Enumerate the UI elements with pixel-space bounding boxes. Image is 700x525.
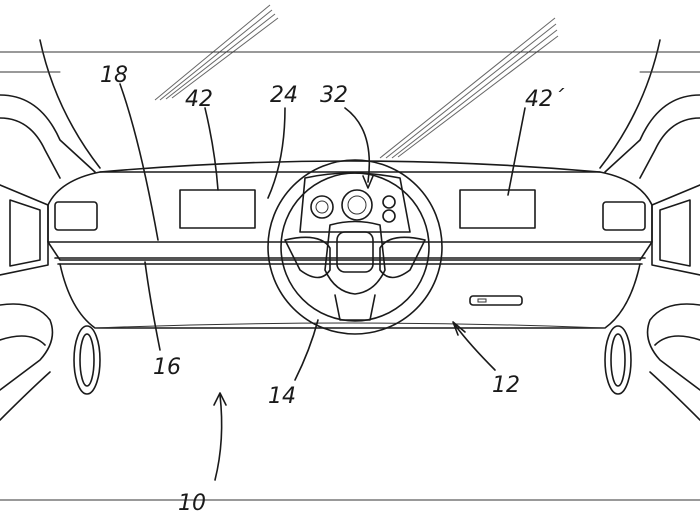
display-right: [459, 189, 536, 229]
right-footwell-vent: [604, 325, 632, 395]
label-18: 18: [100, 63, 128, 88]
windshield-reflection-right: [379, 17, 559, 159]
label-24: 24: [270, 83, 298, 108]
dashboard-body: [0, 160, 700, 501]
glovebox-handle: [469, 295, 523, 306]
left-footwell-vent: [73, 325, 101, 395]
right-footwell-vent-inner: [610, 333, 626, 387]
left-door-panel: [0, 184, 54, 421]
left-dash-vent: [54, 201, 98, 231]
steering-wheel: [267, 159, 443, 335]
left-footwell-vent-inner: [79, 333, 95, 387]
label-32: 32: [320, 83, 348, 108]
label-16: 16: [153, 355, 181, 380]
label-12: 12: [492, 373, 520, 398]
label-14: 14: [268, 384, 296, 409]
right-door-panel: [646, 184, 700, 421]
instrument-cluster: [299, 172, 411, 233]
label-42: 42: [185, 87, 213, 112]
reference-labels: 18 42 24 32 42´ 16 14 12 10: [100, 63, 565, 516]
label-10: 10: [178, 491, 206, 516]
right-dash-vent: [602, 201, 646, 231]
glovebox-latch: [477, 298, 487, 303]
display-left: [179, 189, 256, 229]
label-42-prime: 42´: [525, 87, 565, 112]
windshield-frame: [0, 39, 700, 179]
leader-lines: [119, 83, 526, 481]
